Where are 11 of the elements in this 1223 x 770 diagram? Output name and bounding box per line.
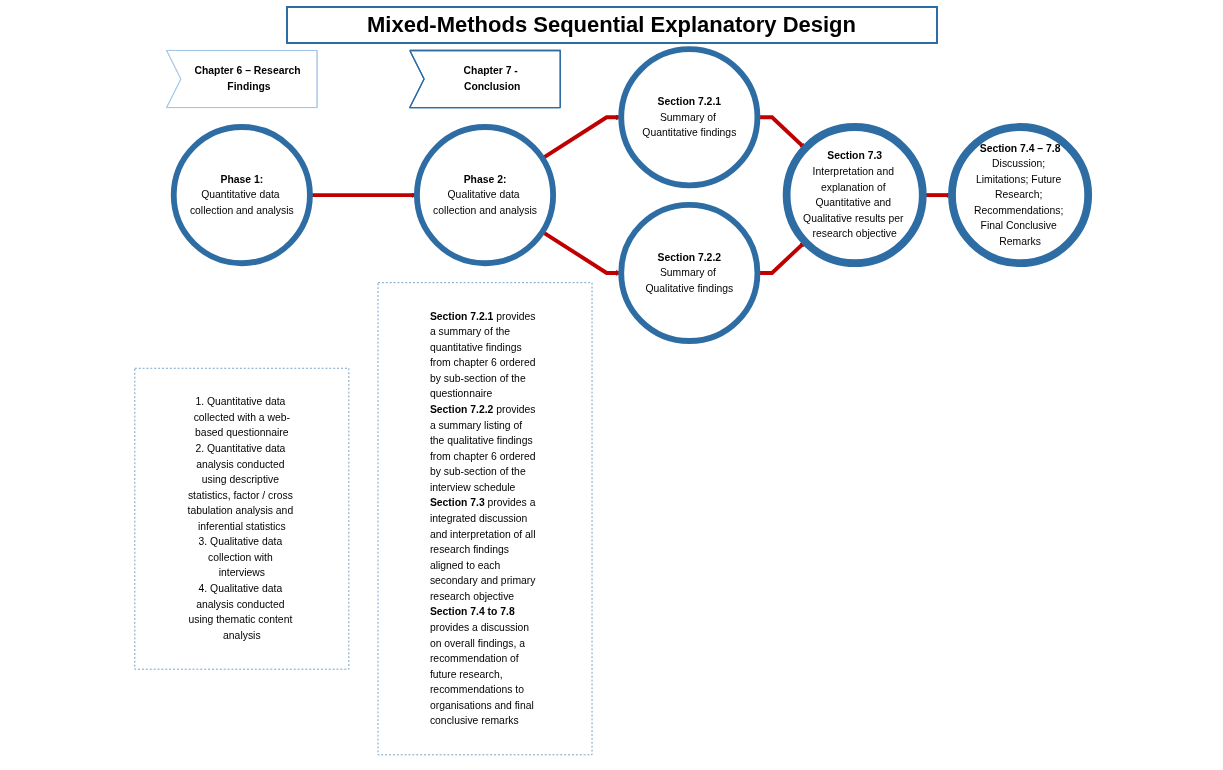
node-circle: Phase 1: Quantitative data collection and analysis (170, 124, 313, 267)
diagram-title: Mixed-Methods Sequential Explanatory Design (285, 6, 938, 44)
arrow (757, 115, 806, 149)
node-box: 1. Quantitative data collected with a web-based questionnaire 2. Quantitative data analysis conducted using descriptive statistics, factor / cross tabulation analysis and inferential statistics 3. Qualitative data collection with interviews 4. Qualitative data analysis conducted using thematic content analysis (134, 367, 350, 670)
node-circle: Section 7.3 Interpretation and explanation of Quantitative and Qualitative results per research objective (782, 123, 927, 268)
arrow (757, 241, 806, 275)
node-circle: Section 7.2.1 Summary of Quantitative findings (618, 46, 761, 189)
node-circle: Section 7.4 – 7.8 Discussion; Limitations; Future Research; Recommendations; Final Conclusive Remarks (948, 123, 1093, 268)
node-box: Section 7.2.1 provides a summary of the quantitative findings from chapter 6 ordered by sub-section of the questionnaire Section 7.2.2 provides a summary listing of the qualitative findings from chapter 6 ordered by sub-section of the interview schedule Section 7.3 provides a integrated discussion and interpretation of all research findings aligned to each secondary and primary research objective Section 7.4 to 7.8 provides a discussion on overall findings, a recommendation of future research, recommendations to organisations and final conclusive remarks (377, 282, 593, 756)
node-circle: Section 7.2.2 Summary of Qualitative findings (618, 201, 761, 344)
node-circle: Phase 2: Qualitative data collection and analysis (414, 124, 557, 267)
